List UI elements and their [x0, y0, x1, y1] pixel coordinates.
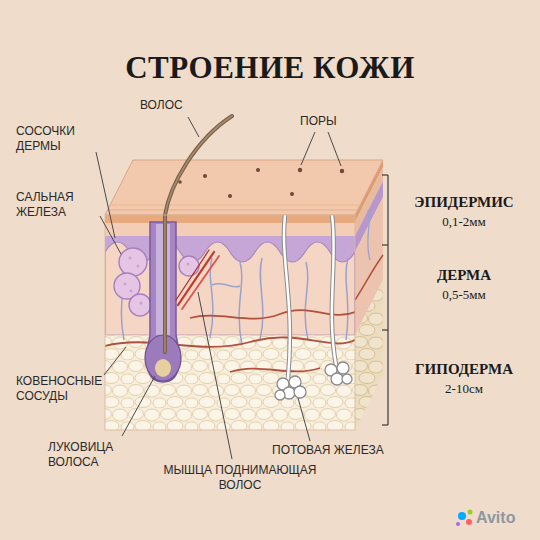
leader-lines [96, 117, 341, 459]
leader-line [100, 216, 121, 254]
diagram-title: СТРОЕНИЕ КОЖИ [0, 50, 540, 86]
epidermis-layer [105, 223, 355, 237]
part-label: КОВЕНОСНЫЕ СОСУДЫ [16, 374, 111, 404]
gland-lobe [129, 294, 151, 316]
vessel [305, 262, 308, 340]
pores [178, 168, 344, 198]
layer-label: ГИПОДЕРМА [394, 360, 534, 379]
vessel [260, 258, 263, 340]
arrector-muscle [176, 250, 219, 309]
dermis-layer [105, 242, 355, 335]
gland-lobe [179, 256, 199, 276]
leader-line [104, 347, 126, 375]
vessel [346, 258, 348, 340]
pore [203, 174, 207, 178]
leader-line [298, 398, 310, 441]
part-label: ПОТОВАЯ ЖЕЛЕЗА [272, 443, 422, 458]
leader-line [122, 376, 155, 436]
part-label: МЫШЦА ПОДНИМАЮЩАЯ ВОЛОС [160, 463, 320, 493]
watermark-logo [456, 510, 473, 527]
dimension-label: 2-10см [394, 381, 534, 397]
surface-line [108, 209, 357, 210]
hypodermis-layer [105, 335, 355, 430]
pore [298, 168, 302, 172]
leader-line [198, 292, 232, 459]
pore [256, 168, 260, 172]
vessel [105, 337, 355, 346]
hair-shaft [165, 116, 232, 352]
part-label: ПОРЫ [300, 114, 360, 129]
part-label: СОСОЧКИ ДЕРМЫ [16, 124, 108, 154]
dimension-label: 0,1-2мм [394, 214, 534, 230]
pore [290, 192, 294, 196]
layer-label: ЭПИДЕРМИС [394, 193, 534, 212]
hypodermis-side [355, 280, 383, 430]
layer-label: ДЕРМА [394, 266, 534, 285]
part-label: ВОЛОС [140, 98, 200, 113]
dimension-label: 0,5-5мм [394, 287, 534, 303]
leader-line [328, 132, 341, 166]
part-label: ЛУКОВИЦА ВОЛОСА [48, 440, 152, 470]
skin-surface [105, 160, 383, 215]
pore [228, 194, 232, 198]
sweat-ducts [284, 215, 336, 378]
sweat-coils [275, 362, 352, 400]
vessel-side [355, 255, 383, 300]
hair-highlight [165, 116, 232, 352]
hair-papilla [155, 359, 171, 377]
layer-bracket [382, 175, 388, 425]
layer-border [105, 335, 355, 336]
vessel [230, 368, 320, 372]
gland-lobe [119, 248, 147, 276]
top-face [105, 160, 383, 215]
vessel [239, 262, 242, 345]
stratum-corneum [105, 215, 355, 223]
vessel-side [368, 210, 370, 260]
watermark: Avito [476, 508, 536, 528]
pore [340, 169, 344, 173]
vessel [212, 284, 240, 287]
part-label: САЛЬНАЯ ЖЕЛЕЗА [16, 190, 108, 220]
red-vessels [105, 310, 355, 372]
leader-line [188, 117, 199, 137]
surface-line [111, 205, 360, 206]
leader-line [301, 132, 315, 165]
vessel [210, 258, 213, 338]
